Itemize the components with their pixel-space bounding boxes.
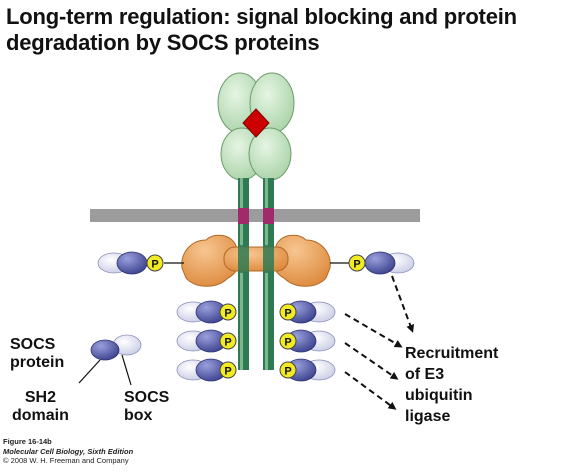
jak-kinases (181, 234, 331, 287)
title-line-1: Long-term regulation: signal blocking an… (6, 4, 517, 29)
phospho-receptor-right: P P P (279, 303, 297, 379)
phospho-label: P (224, 366, 231, 378)
socs-receptor-bound-left (176, 300, 227, 382)
figure-caption: Figure 16-14b Molecular Cell Biology, Si… (3, 437, 133, 466)
title-line-2: degradation by SOCS proteins (6, 30, 320, 55)
phospho-label: P (284, 366, 291, 378)
label-sh2-domain: SH2 domain (12, 389, 69, 425)
label-socs-protein: SOCS protein (10, 336, 64, 372)
phospho-jak-left: P (146, 254, 164, 272)
label-sh2-line-2: domain (12, 407, 69, 424)
label-recruitment-line-1: Recruitment (405, 345, 499, 362)
label-recruitment-e3: Recruitment of E3 ubiquitin ligase (405, 343, 498, 427)
figure-title: Long-term regulation: signal blocking an… (6, 4, 517, 56)
caption-figure-number: Figure 16-14b (3, 437, 52, 446)
phospho-jak-right: P (348, 254, 366, 272)
label-socs-box-line-1: SOCS (124, 389, 170, 406)
plasma-membrane (90, 209, 420, 222)
label-socs-protein-line-1: SOCS (10, 336, 56, 353)
phospho-label: P (151, 259, 158, 271)
label-socs-box: SOCS box (124, 389, 169, 425)
receptor-stalks (238, 178, 274, 370)
phospho-receptor-left: P P P (219, 303, 237, 379)
phospho-label: P (224, 308, 231, 320)
phospho-label: P (353, 259, 360, 271)
label-recruitment-line-3: ubiquitin (405, 387, 473, 404)
legend-leader-lines (78, 354, 132, 386)
phospho-label: P (284, 308, 291, 320)
label-sh2-line-1: SH2 (24, 389, 56, 406)
socs-jak-bound-right (330, 251, 415, 275)
caption-book-title: Molecular Cell Biology, Sixth Edition (3, 446, 134, 456)
label-socs-box-line-2: box (124, 407, 153, 424)
label-socs-protein-line-2: protein (10, 354, 65, 371)
phospho-label: P (224, 337, 231, 349)
label-recruitment-line-4: ligase (405, 408, 451, 425)
socs-jak-bound-left (97, 251, 184, 275)
label-recruitment-line-2: of E3 (405, 366, 445, 383)
recruitment-arrows (344, 275, 415, 410)
caption-copyright: © 2008 W. H. Freeman and Company (3, 456, 129, 465)
phospho-label: P (284, 337, 291, 349)
hormone-ligand (242, 108, 270, 138)
legend-socs-protein (90, 334, 142, 361)
